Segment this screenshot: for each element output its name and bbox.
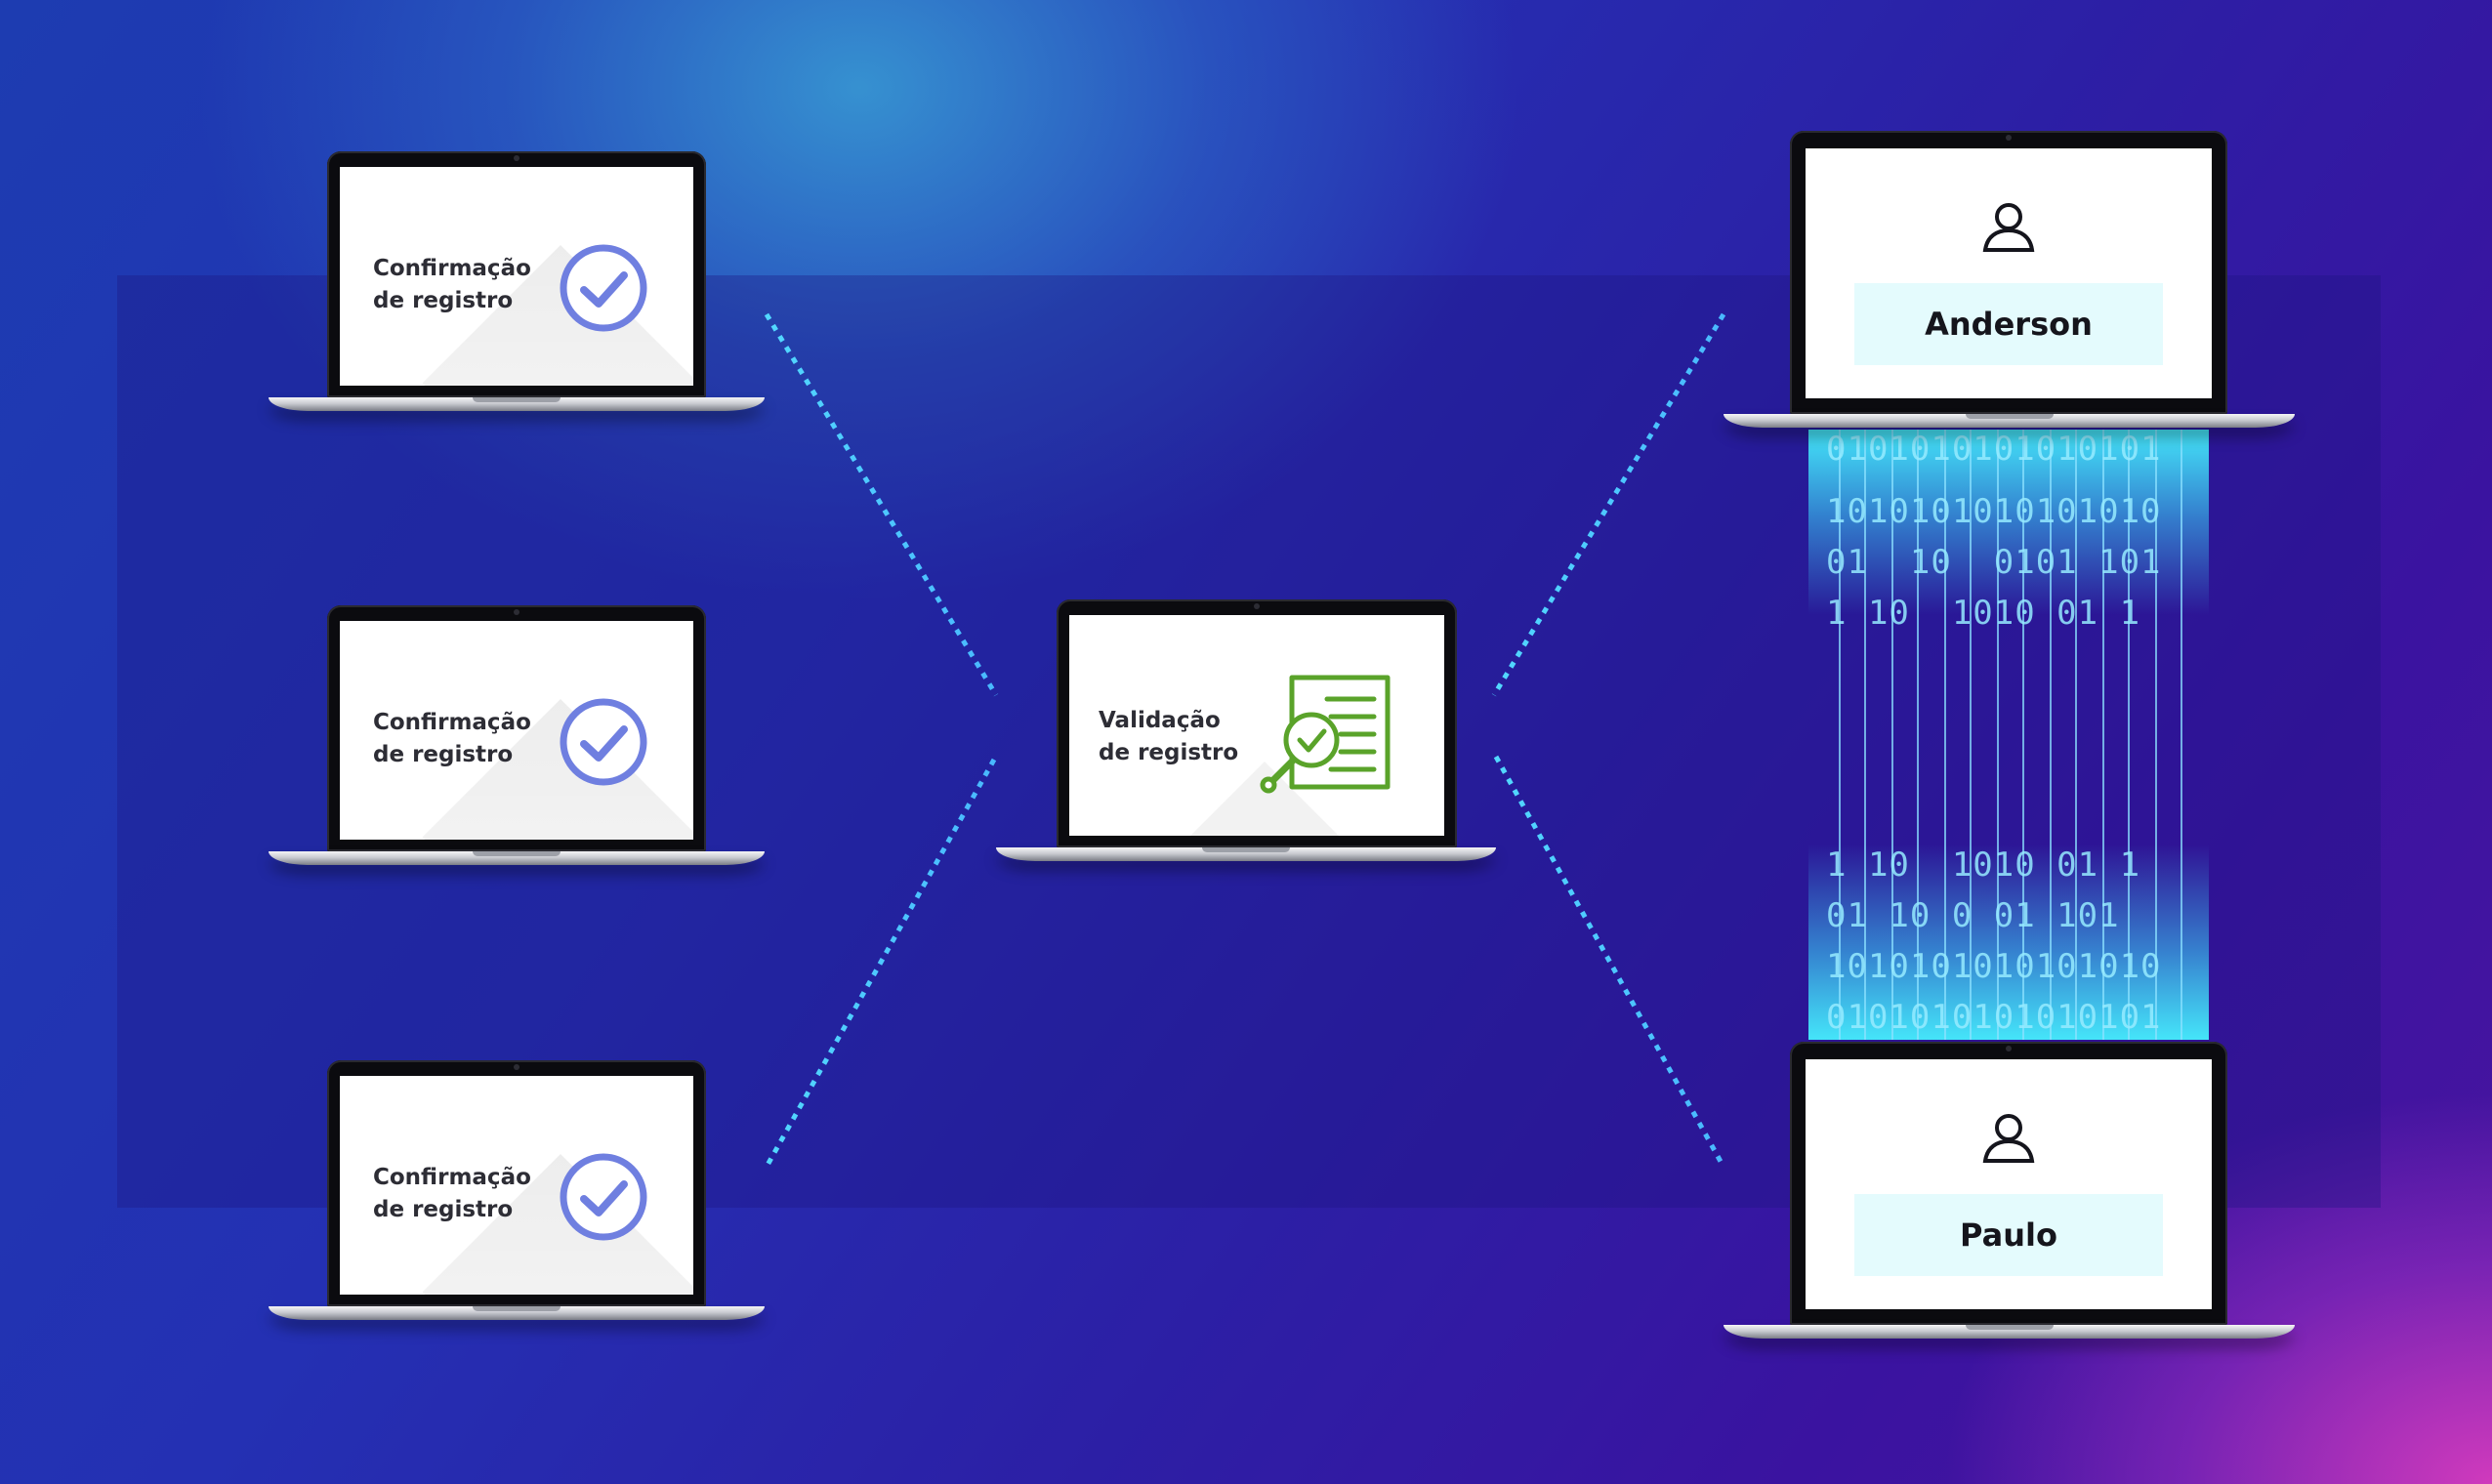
binary-row: 1 10 1010 01 1 bbox=[1826, 594, 2141, 633]
check-circle-icon bbox=[560, 244, 647, 332]
user-name: Paulo bbox=[1960, 1216, 2057, 1254]
check-circle-icon bbox=[560, 1153, 647, 1241]
validation-label-line2: de registro bbox=[1099, 740, 1239, 765]
document-search-icon bbox=[1260, 675, 1391, 794]
confirmation-laptop-2: Confirmação de registro bbox=[269, 605, 765, 869]
laptop-base bbox=[996, 847, 1496, 861]
laptop-screen: Paulo bbox=[1806, 1059, 2212, 1309]
user-icon bbox=[1982, 203, 2035, 252]
binary-data-stream: 0101010101010101 1010101010101010 01 10 … bbox=[1808, 430, 2209, 1040]
laptop-base bbox=[269, 851, 765, 865]
camera bbox=[2006, 1046, 2012, 1051]
camera bbox=[514, 1064, 519, 1070]
stream-lines bbox=[1839, 430, 2182, 1040]
validation-laptop: Validação de registro bbox=[996, 599, 1496, 863]
user-name-box: Paulo bbox=[1854, 1194, 2163, 1276]
link-left-upper bbox=[764, 312, 999, 697]
confirmation-label-line1: Confirmação bbox=[373, 256, 531, 281]
laptop-base bbox=[1724, 414, 2295, 428]
binary-row: 01 10 0 01 101 bbox=[1826, 896, 2120, 935]
laptop-screen: Confirmação de registro bbox=[340, 621, 693, 840]
laptop-base bbox=[269, 397, 765, 411]
camera bbox=[1254, 603, 1260, 609]
laptop-screen: Confirmação de registro bbox=[340, 167, 693, 386]
binary-row: 1010101010101010 bbox=[1826, 947, 2162, 986]
link-right-lower bbox=[1493, 755, 1726, 1169]
user-name-box: Anderson bbox=[1854, 283, 2163, 365]
confirmation-laptop-1: Confirmação de registro bbox=[269, 151, 765, 415]
laptop-screen: Anderson bbox=[1806, 148, 2212, 398]
user-laptop-anderson: Anderson bbox=[1724, 131, 2295, 433]
laptop-base bbox=[1724, 1325, 2295, 1339]
link-left-lower bbox=[764, 758, 997, 1169]
binary-row: 0101010101010101 bbox=[1826, 430, 2162, 469]
confirmation-laptop-3: Confirmação de registro bbox=[269, 1060, 765, 1324]
confirmation-label-line1: Confirmação bbox=[373, 710, 531, 735]
laptop-screen: Validação de registro bbox=[1069, 615, 1444, 836]
confirmation-label-line2: de registro bbox=[373, 1197, 514, 1222]
binary-row: 1010101010101010 bbox=[1826, 492, 2162, 531]
laptop-screen: Confirmação de registro bbox=[340, 1076, 693, 1295]
confirmation-label-line1: Confirmação bbox=[373, 1165, 531, 1190]
laptop-base bbox=[269, 1306, 765, 1320]
check-circle-icon bbox=[560, 698, 647, 786]
confirmation-label-line2: de registro bbox=[373, 288, 514, 313]
binary-row: 0101010101010101 bbox=[1826, 998, 2162, 1037]
binary-row: 01 10 0101 101 bbox=[1826, 543, 2162, 582]
user-name: Anderson bbox=[1925, 306, 2093, 343]
validation-label-line1: Validação bbox=[1099, 708, 1221, 733]
confirmation-label-line2: de registro bbox=[373, 742, 514, 767]
camera bbox=[514, 155, 519, 161]
user-laptop-paulo: Paulo bbox=[1724, 1042, 2295, 1344]
camera bbox=[2006, 135, 2012, 141]
link-right-upper bbox=[1491, 312, 1726, 697]
user-icon bbox=[1982, 1114, 2035, 1163]
camera bbox=[514, 609, 519, 615]
binary-row: 1 10 1010 01 1 bbox=[1826, 845, 2141, 885]
